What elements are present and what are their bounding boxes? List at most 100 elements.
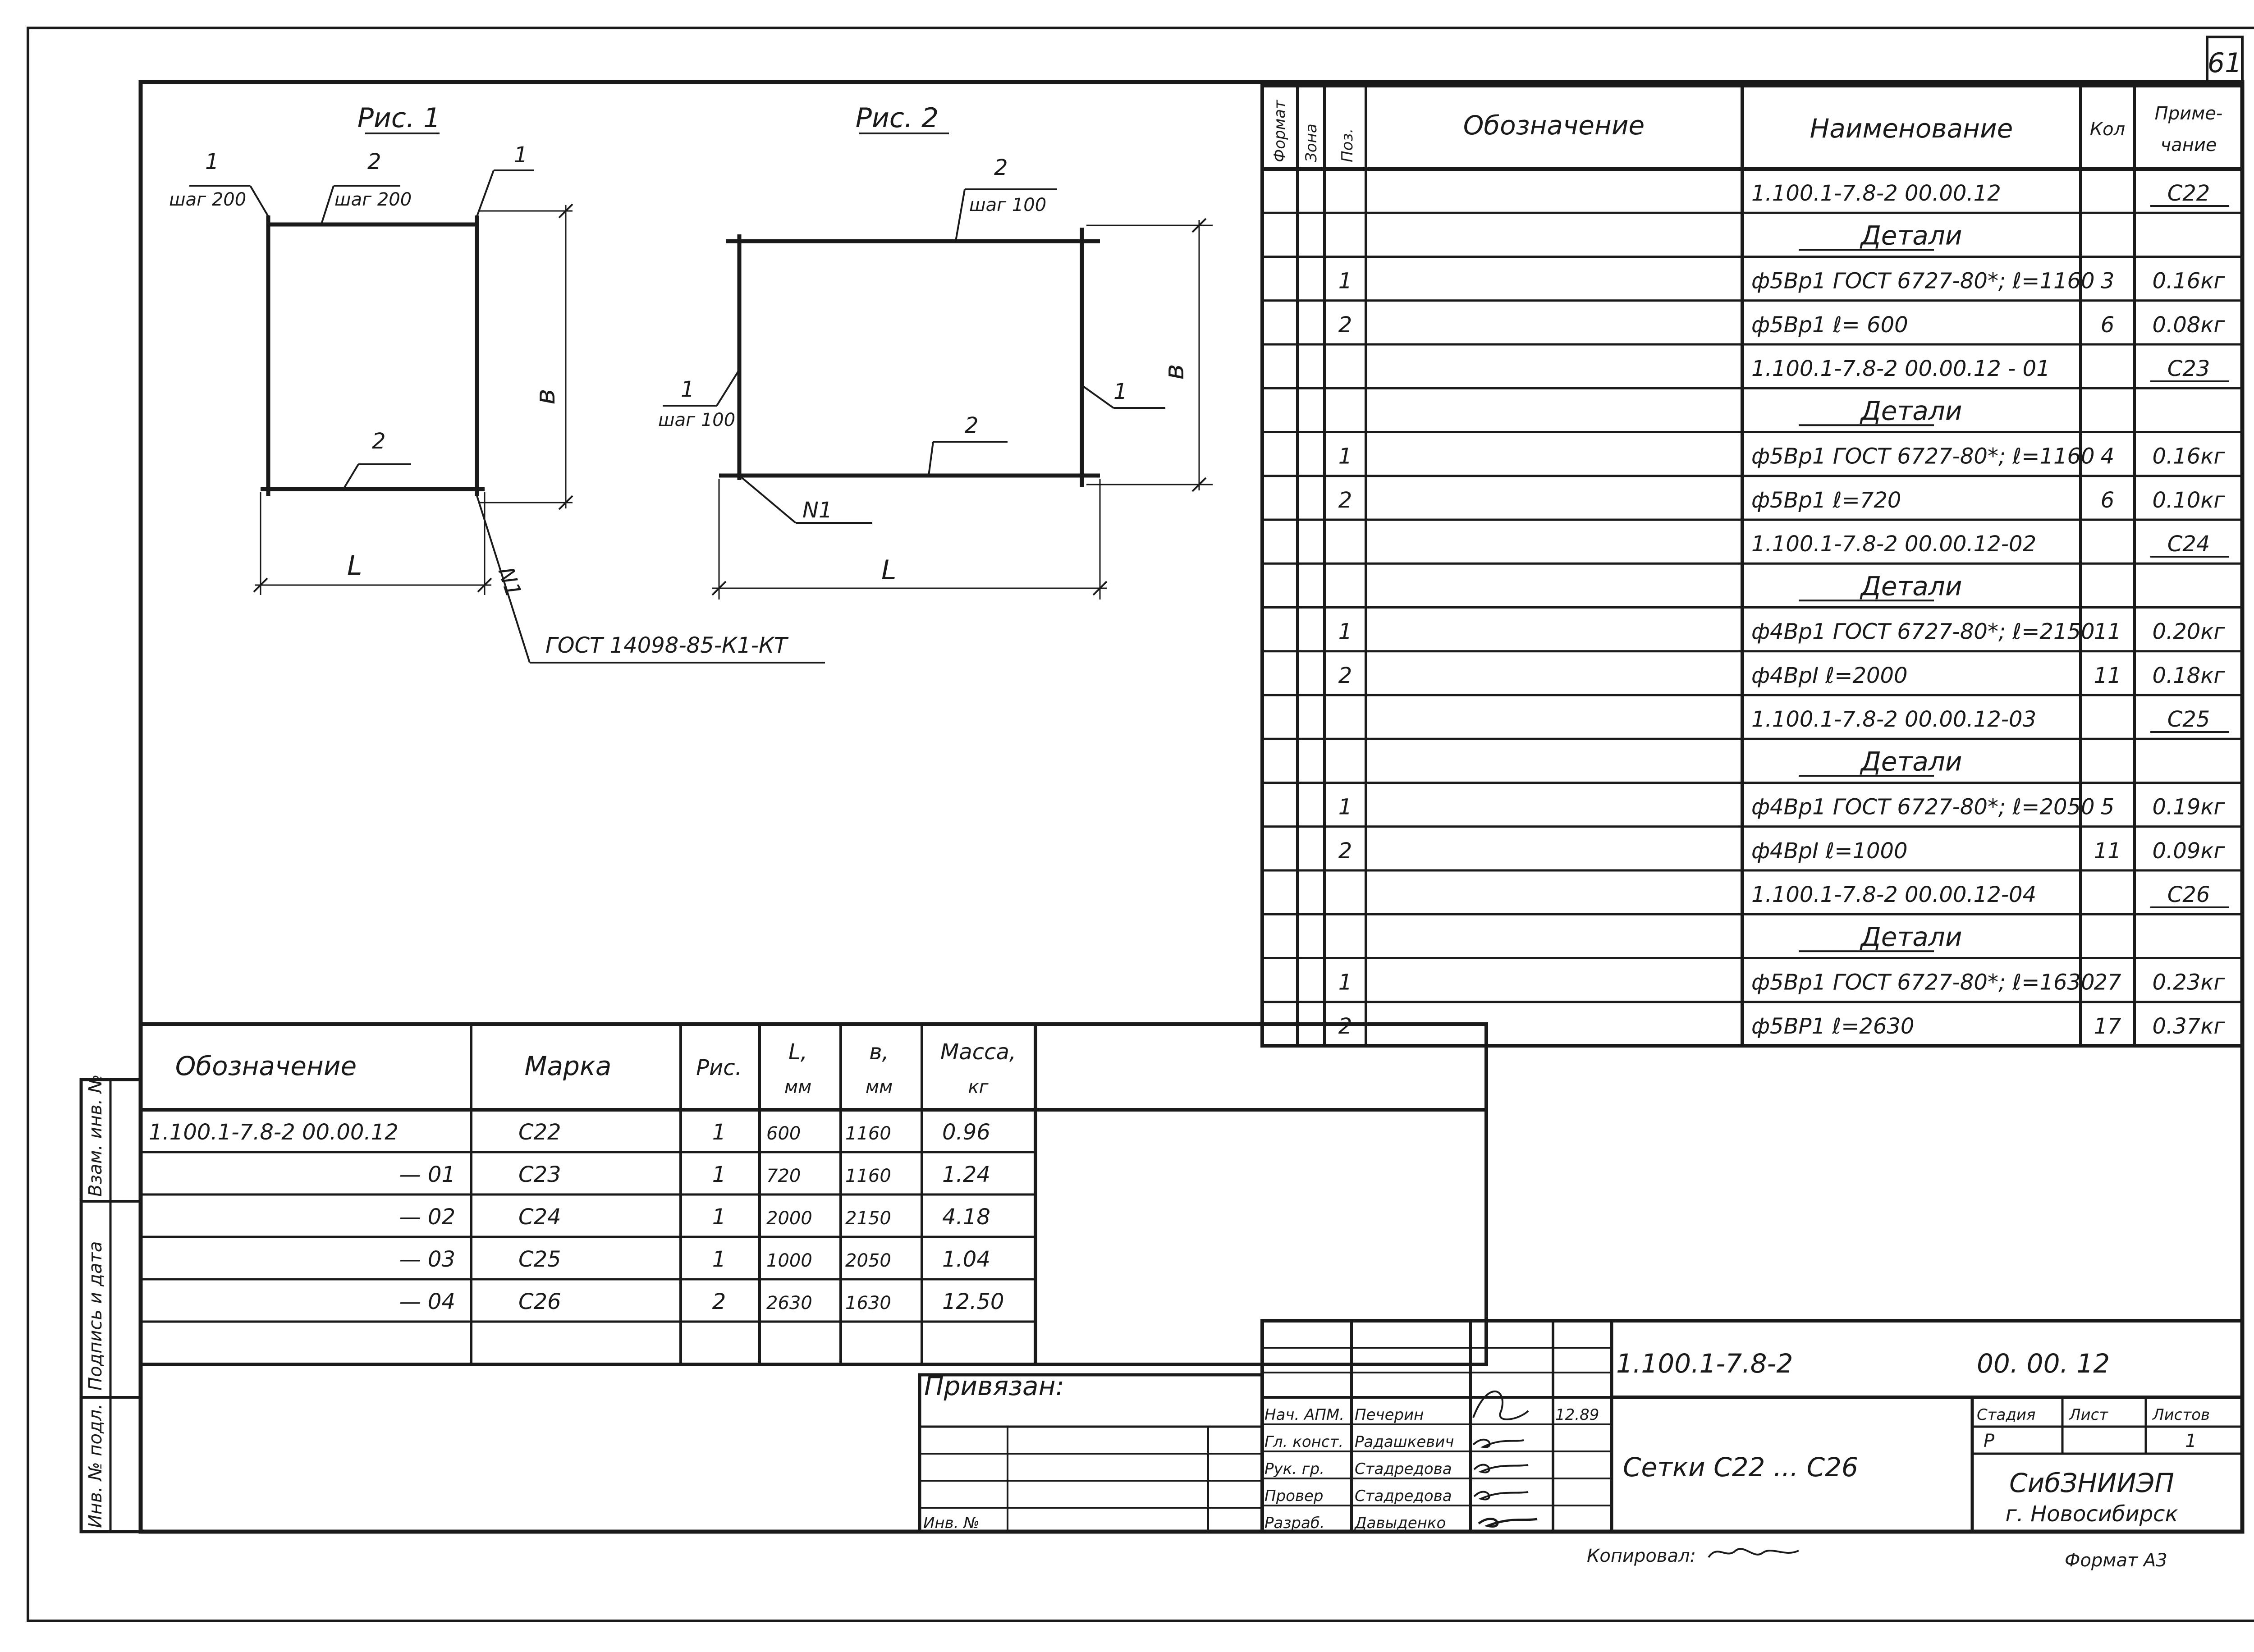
side-stamp-signature-date: Подпись и дата: [85, 1241, 106, 1391]
spec-row-note: 0.18кг: [2152, 663, 2225, 688]
spec-section-title: Детали: [1859, 746, 1962, 777]
signature-1: [1472, 1390, 1529, 1420]
marks-row-fig: 1: [712, 1120, 726, 1145]
spec-row-note: С25: [2167, 707, 2210, 732]
spec-row-note: 0.23кг: [2152, 970, 2225, 995]
spec-row-name: ф5Вр1 ГОСТ 6727-80*; ℓ=1160: [1751, 444, 2095, 469]
marks-row-b: 1160: [845, 1166, 891, 1186]
fig2-dim-b: в: [1159, 364, 1190, 380]
stage-label: Стадия: [1977, 1406, 2035, 1424]
spec-row-name: 1.100.1-7.8-2 00.00.12-02: [1751, 531, 2036, 557]
spec-row-qty: 11: [2094, 838, 2121, 864]
spec-row-note: С23: [2167, 356, 2210, 381]
spec-row-pos: 2: [1338, 663, 1352, 688]
copied-by-signature: [1708, 1548, 1799, 1558]
spec-row-note: 0.16кг: [2152, 269, 2225, 294]
fig1-dim-b: в: [530, 389, 561, 404]
marks-row-designation: — 04: [399, 1289, 455, 1314]
marks-header-mass-2: кг: [968, 1077, 989, 1098]
org-city: г. Новосибирск: [2005, 1501, 2178, 1527]
org-name: СибЗНИИЭП: [2009, 1468, 2174, 1498]
spec-section-title: Детали: [1859, 220, 1962, 251]
spec-row-name: 1.100.1-7.8-2 00.00.12: [1751, 181, 2001, 206]
spec-row-name: ф4Вр1 ГОСТ 6727-80*; ℓ=2050: [1751, 795, 2095, 820]
fig1-gost: ГОСТ 14098-85-К1-КТ: [545, 633, 789, 658]
marks-row-b: 1160: [845, 1123, 891, 1144]
marks-row-l: 600: [766, 1123, 801, 1144]
marks-header-l-2: мм: [784, 1077, 811, 1098]
marks-row-mass: 4.18: [942, 1204, 990, 1230]
spec-row-qty: 3: [2101, 269, 2115, 294]
fig2-label-1-right: 1: [1113, 379, 1127, 404]
title-text: Сетки С22 ... С26: [1623, 1452, 1858, 1483]
format-label: Формат А3: [2065, 1550, 2167, 1571]
marks-header-b-2: мм: [866, 1077, 893, 1098]
spec-row-qty: 5: [2101, 795, 2115, 820]
fig2-dim-l: L: [881, 554, 896, 586]
fig1-step-top: шаг 200: [334, 189, 412, 210]
spec-row-name: 1.100.1-7.8-2 00.00.12 - 01: [1751, 356, 2050, 381]
spec-row-note: 0.10кг: [2152, 488, 2225, 513]
marks-header-b-1: в,: [869, 1039, 889, 1065]
spec-row-pos: 1: [1338, 619, 1352, 645]
spec-row-name: ф5Вр1 ℓ= 600: [1751, 312, 1908, 338]
spec-row-pos: 1: [1338, 795, 1352, 820]
fig2-label-2-top: 2: [994, 155, 1008, 180]
marks-header-l-1: L,: [788, 1039, 807, 1065]
marks-row-designation: — 03: [399, 1247, 455, 1272]
spec-row-name: ф5Вр1 ГОСТ 6727-80*; ℓ=1630: [1751, 970, 2095, 995]
signature-5: [1478, 1518, 1538, 1528]
privyazan-label: Привязан:: [924, 1371, 1064, 1401]
marks-row-mark: С22: [518, 1120, 561, 1145]
fig2-step-left: шаг 100: [658, 410, 735, 430]
marks-row-mass: 0.96: [942, 1120, 990, 1145]
spec-row-name: 1.100.1-7.8-2 00.00.12-03: [1751, 707, 2036, 732]
fig1-label-2-top: 2: [367, 149, 381, 174]
spec-row-name: ф4Вр1 ГОСТ 6727-80*; ℓ=2150: [1751, 619, 2095, 645]
stamp-role: Разраб.: [1264, 1514, 1325, 1532]
stamp-person-name: Печерин: [1355, 1406, 1424, 1424]
fig2-weld: N1: [802, 498, 832, 523]
stamp-role: Провер: [1264, 1487, 1324, 1505]
stamp-person-name: Стадредова: [1355, 1487, 1452, 1505]
page-number-box: [2206, 36, 2244, 83]
spec-header-name: Наименование: [1810, 113, 2013, 144]
spec-row-pos: 2: [1338, 488, 1352, 513]
stamp-role: Рук. гр.: [1264, 1460, 1324, 1478]
spec-row-note: 0.19кг: [2152, 795, 2225, 820]
spec-row-pos: 1: [1338, 970, 1352, 995]
marks-header-designation: Обозначение: [175, 1051, 357, 1081]
spec-row-name: ф4ВрI ℓ=2000: [1751, 663, 1908, 688]
spec-row-qty: 6: [2101, 312, 2115, 338]
spec-row-note: С26: [2167, 882, 2210, 907]
stage-value: Р: [1984, 1431, 1995, 1451]
inv-no-label: Инв. №: [923, 1514, 980, 1532]
marks-row-mark: С26: [518, 1289, 561, 1314]
spec-row-note: С22: [2167, 181, 2210, 206]
spec-row-note: 0.08кг: [2152, 312, 2225, 338]
fig2-step-top: шаг 100: [969, 195, 1046, 215]
marks-row-l: 2000: [766, 1208, 812, 1229]
marks-row-mass: 1.24: [942, 1162, 990, 1187]
specification-table: Формат Зона Поз. Обозначение Наименовани…: [1260, 84, 2244, 1048]
marks-row-fig: 1: [712, 1204, 726, 1230]
marks-row-l: 2630: [766, 1293, 812, 1313]
fig1-dim-l: L: [347, 550, 362, 581]
sheets-label: Листов: [2152, 1406, 2210, 1424]
title-date: 12.89: [1555, 1406, 1599, 1424]
marks-header-fig: Рис.: [696, 1055, 742, 1080]
marks-row-fig: 1: [712, 1247, 726, 1272]
fig2-label-2-bottom: 2: [965, 413, 979, 438]
spec-row-name: ф4ВрI ℓ=1000: [1751, 838, 1908, 864]
outer-frame: [27, 27, 2254, 1622]
spec-row-name: 1.100.1-7.8-2 00.00.12-04: [1751, 882, 2036, 907]
marks-row-designation: 1.100.1-7.8-2 00.00.12: [149, 1120, 399, 1145]
spec-row-note: 0.20кг: [2152, 619, 2225, 645]
marks-row-l: 1000: [766, 1250, 812, 1271]
spec-header-qty: Кол: [2090, 119, 2125, 140]
copied-by: Копировал:: [1587, 1546, 1696, 1566]
spec-section-title: Детали: [1859, 571, 1962, 601]
signature-4: [1473, 1491, 1529, 1501]
fig1-label-1-left: 1: [205, 149, 219, 174]
